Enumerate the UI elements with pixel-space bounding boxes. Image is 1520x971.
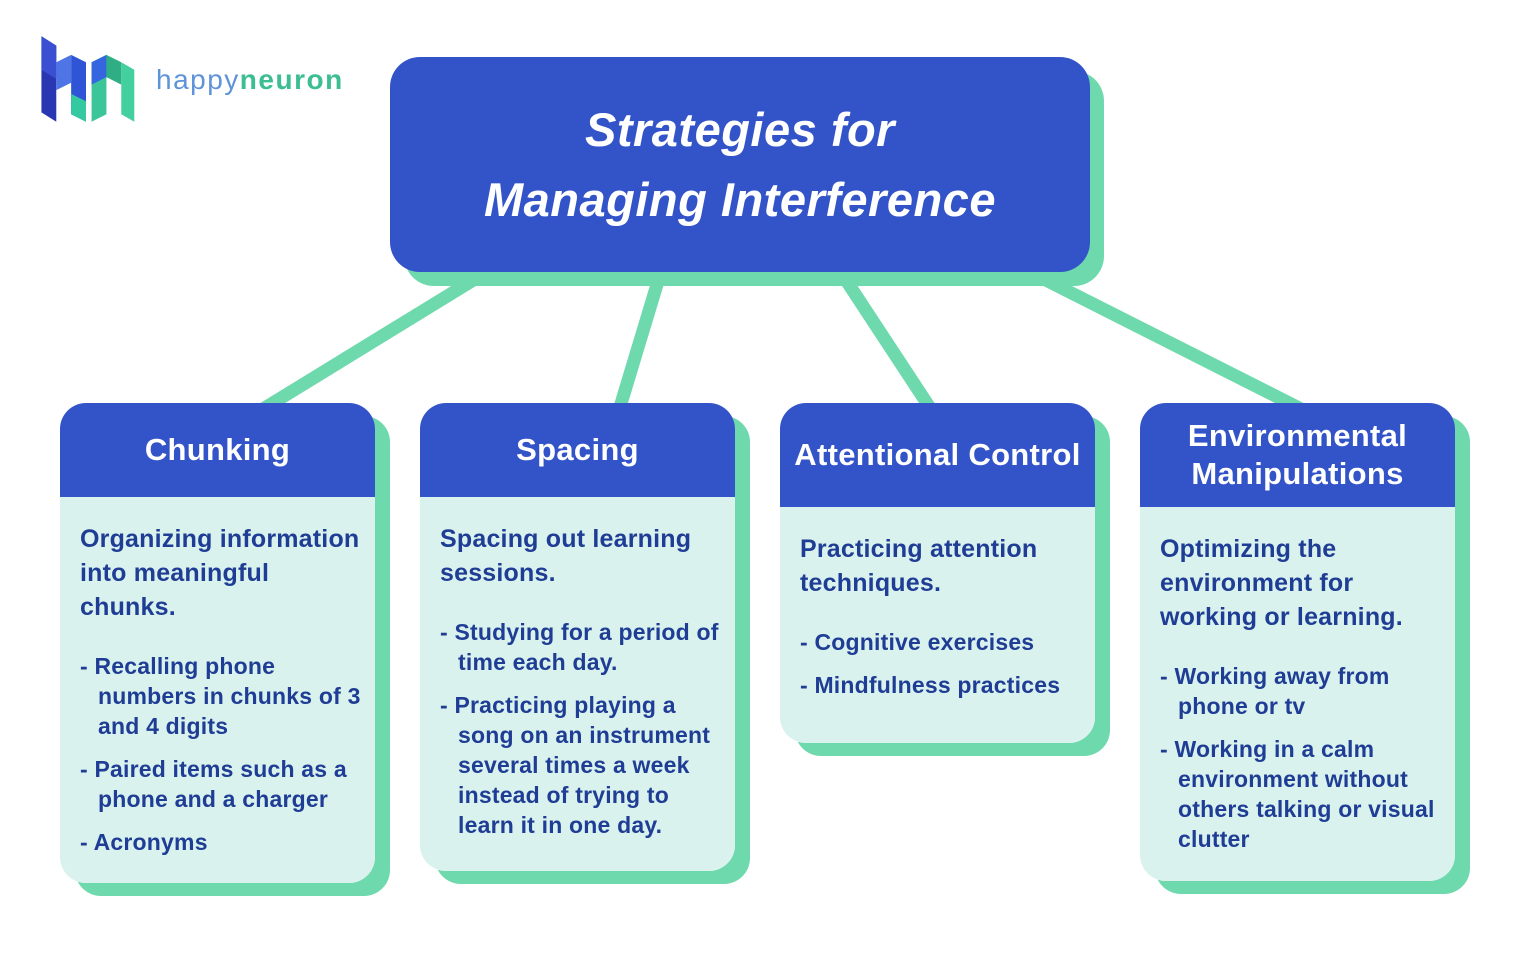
connector-to-environmental-manipulations: [1019, 262, 1320, 423]
logo-text-happy: happy: [156, 64, 240, 95]
logo-text-neuron: neuron: [239, 64, 344, 95]
card-spacing: Spacing Spacing out learning sessions. -…: [420, 403, 735, 871]
logo-wordmark: happyneuron: [156, 66, 344, 94]
card-environmental-manipulations-body: Optimizing the environment for working o…: [1140, 507, 1455, 881]
happyneuron-logo-icon: [41, 36, 135, 122]
card-environmental-manipulations-header: Environmental Manipulations: [1140, 403, 1455, 507]
card-spacing-bullets: - Studying for a period of time each day…: [440, 617, 721, 840]
happyneuron-logo: happyneuron: [34, 34, 344, 124]
card-chunking-header: Chunking: [60, 403, 375, 497]
connector-to-attentional-control: [832, 264, 942, 421]
card-chunking-bullets: - Recalling phone numbers in chunks of 3…: [80, 651, 361, 857]
card-environmental-manipulations-title: Environmental Manipulations: [1187, 418, 1408, 491]
bullet-item: - Cognitive exercises: [800, 629, 1035, 655]
bullet-item: - Acronyms: [80, 829, 208, 855]
card-attentional-control: Attentional Control Practicing attention…: [780, 403, 1095, 743]
card-spacing-title: Spacing: [516, 432, 639, 467]
card-attentional-control-title: Attentional Control: [794, 437, 1081, 472]
bullet-item: - Paired items such as a phone and a cha…: [80, 756, 347, 812]
card-attentional-control-body: Practicing attention techniques. - Cogni…: [780, 507, 1095, 743]
card-chunking: Chunking Organizing information into mea…: [60, 403, 375, 883]
card-spacing-intro: Spacing out learning sessions.: [440, 525, 692, 587]
bullet-item: - Practicing playing a song on an instru…: [440, 692, 711, 838]
card-attentional-control-bullets: - Cognitive exercises - Mindfulness prac…: [800, 627, 1081, 700]
page-title-line1: Strategies for: [585, 102, 895, 156]
bullet-item: - Working away from phone or tv: [1160, 663, 1390, 719]
bullet-item: - Working in a calm environment without …: [1160, 736, 1435, 852]
card-attentional-control-header: Attentional Control: [780, 403, 1095, 507]
card-spacing-body: Spacing out learning sessions. - Studyin…: [420, 497, 735, 871]
bullet-item: - Recalling phone numbers in chunks of 3…: [80, 653, 361, 739]
card-chunking-title: Chunking: [144, 432, 291, 467]
bullet-item: - Mindfulness practices: [800, 672, 1061, 698]
card-attentional-control-intro: Practicing attention techniques.: [800, 535, 1038, 597]
connector-to-chunking: [246, 262, 497, 423]
card-chunking-intro: Organizing information into meaningful c…: [80, 525, 360, 621]
connector-to-spacing: [610, 266, 669, 419]
card-environmental-manipulations-intro: Optimizing the environment for working o…: [1160, 535, 1403, 631]
card-environmental-manipulations: Environmental Manipulations Optimizing t…: [1140, 403, 1455, 881]
page-title: Strategies for Managing Interference: [484, 95, 996, 235]
page-title-line2: Managing Interference: [484, 172, 996, 226]
card-spacing-header: Spacing: [420, 403, 735, 497]
bullet-item: - Studying for a period of time each day…: [440, 619, 719, 675]
card-chunking-body: Organizing information into meaningful c…: [60, 497, 375, 883]
card-environmental-manipulations-bullets: - Working away from phone or tv - Workin…: [1160, 661, 1441, 854]
title-box: Strategies for Managing Interference: [390, 57, 1090, 272]
